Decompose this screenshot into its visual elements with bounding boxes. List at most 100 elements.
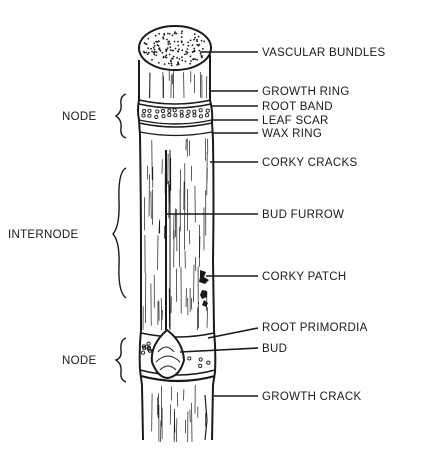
root-primordia-dot <box>147 342 150 345</box>
vascular-bundle-dot <box>154 49 156 51</box>
vascular-bundle-dot <box>177 50 179 52</box>
vascular-bundle-dot <box>194 33 196 35</box>
vascular-bundle-dot <box>176 57 178 59</box>
vascular-bundle-dot <box>148 52 150 54</box>
vascular-bundle-dot <box>145 52 147 54</box>
label-vascular-bundles: VASCULAR BUNDLES <box>262 47 385 59</box>
root-band-dot <box>148 114 151 117</box>
vascular-bundle-dot <box>203 41 205 43</box>
vascular-bundle-dot <box>172 35 174 37</box>
region-labels: NODE INTERNODE NODE <box>8 111 96 367</box>
vascular-bundle-dot <box>168 41 170 43</box>
root-band-dot <box>148 109 151 112</box>
label-leaf-scar: LEAF SCAR <box>262 115 329 127</box>
vascular-bundle-dot <box>181 49 183 51</box>
vascular-bundle-dot <box>147 38 149 40</box>
vascular-bundle-dot <box>150 48 152 50</box>
internode-brace <box>113 168 126 298</box>
vascular-bundle-dot <box>158 62 160 64</box>
vascular-bundle-dot <box>179 58 181 60</box>
vascular-bundle-dot <box>151 59 153 61</box>
vascular-bundle-dot <box>194 37 196 39</box>
vascular-bundle-dot <box>181 30 183 32</box>
vascular-bundle-dot <box>201 40 203 42</box>
vascular-bundle-dot <box>192 58 194 60</box>
node-top-brace <box>116 94 126 138</box>
vascular-bundle-dot <box>158 45 160 47</box>
root-band-dot <box>186 114 189 117</box>
stalk-striation <box>176 418 177 442</box>
vascular-bundle-dot <box>183 44 185 46</box>
vascular-bundle-dot <box>158 33 160 35</box>
label-bud-furrow: BUD FURROW <box>262 209 344 221</box>
vascular-bundle-dot <box>165 56 167 58</box>
vascular-bundle-dot <box>196 40 198 42</box>
root-primordia-dot <box>207 361 210 364</box>
vascular-bundle-dot <box>198 36 200 38</box>
label-root-primordia: ROOT PRIMORDIA <box>262 322 368 334</box>
vascular-bundle-dot <box>176 33 178 35</box>
root-band-dot <box>193 110 196 113</box>
label-node-bottom: NODE <box>62 355 96 367</box>
root-band-dot <box>143 110 146 113</box>
label-bud: BUD <box>262 343 287 355</box>
lower-node <box>140 330 215 381</box>
vascular-bundle-dot <box>174 31 176 33</box>
label-growth-crack: GROWTH CRACK <box>262 391 361 403</box>
vascular-bundle-dot <box>164 63 166 65</box>
vascular-bundle-dot <box>193 39 195 41</box>
vascular-bundle-dot <box>190 40 192 42</box>
vascular-bundle-dot <box>181 36 183 38</box>
vascular-bundle-dot <box>155 55 157 57</box>
root-band-dot <box>180 114 183 117</box>
callout-root-primordia <box>208 328 258 338</box>
lower-node-top-line <box>141 333 214 337</box>
root-band-dot <box>199 109 202 112</box>
vascular-bundle-dot <box>171 58 173 60</box>
leaf-scar-line-1 <box>139 120 212 124</box>
vascular-bundle-dot <box>154 45 156 47</box>
vascular-bundle-dot <box>187 48 189 50</box>
root-band-dot <box>173 109 176 112</box>
vascular-bundle-dot <box>200 53 202 55</box>
root-primordia-dot <box>199 358 202 361</box>
root-band-dot <box>168 114 171 117</box>
root-primordia-dot <box>141 351 144 354</box>
vascular-bundle-dot <box>170 61 172 63</box>
part-labels: VASCULAR BUNDLES GROWTH RING ROOT BAND L… <box>262 47 385 403</box>
vascular-bundle-dot <box>165 54 167 56</box>
root-primordia-dot <box>199 364 202 367</box>
vascular-bundle-dot <box>167 33 169 35</box>
vascular-bundle-dot <box>172 50 174 52</box>
root-band-dot <box>199 115 202 118</box>
vascular-bundle-dot <box>169 43 171 45</box>
label-internode: INTERNODE <box>8 229 78 241</box>
vascular-bundle-dot <box>169 46 171 48</box>
vascular-bundle-dot <box>144 42 146 44</box>
vascular-bundle-dot <box>193 48 195 50</box>
label-root-band: ROOT BAND <box>262 101 333 113</box>
upper-node-bands <box>139 100 212 136</box>
vascular-bundle-dot <box>166 39 168 41</box>
vascular-bundle-dot <box>165 51 167 53</box>
stalk-striation <box>207 307 208 328</box>
region-braces <box>113 94 126 382</box>
label-node-top: NODE <box>62 111 96 123</box>
vascular-bundle-dot <box>151 51 153 53</box>
root-band-dot <box>187 110 190 113</box>
vascular-bundle-dot <box>158 41 160 43</box>
root-band-dot <box>156 110 159 113</box>
vascular-bundle-dot <box>171 65 173 67</box>
vascular-bundle-dot <box>162 52 164 54</box>
label-wax-ring: WAX RING <box>262 128 322 140</box>
vascular-bundle-dot <box>187 42 189 44</box>
vascular-bundle-dot <box>167 47 169 49</box>
vascular-bundle-dot <box>175 48 177 50</box>
vascular-bundle-dot <box>155 35 157 37</box>
vascular-bundle-dot <box>168 63 170 65</box>
wax-ring-line <box>140 132 212 136</box>
vascular-bundle-dots <box>143 30 205 66</box>
stalk-striation <box>161 298 162 330</box>
